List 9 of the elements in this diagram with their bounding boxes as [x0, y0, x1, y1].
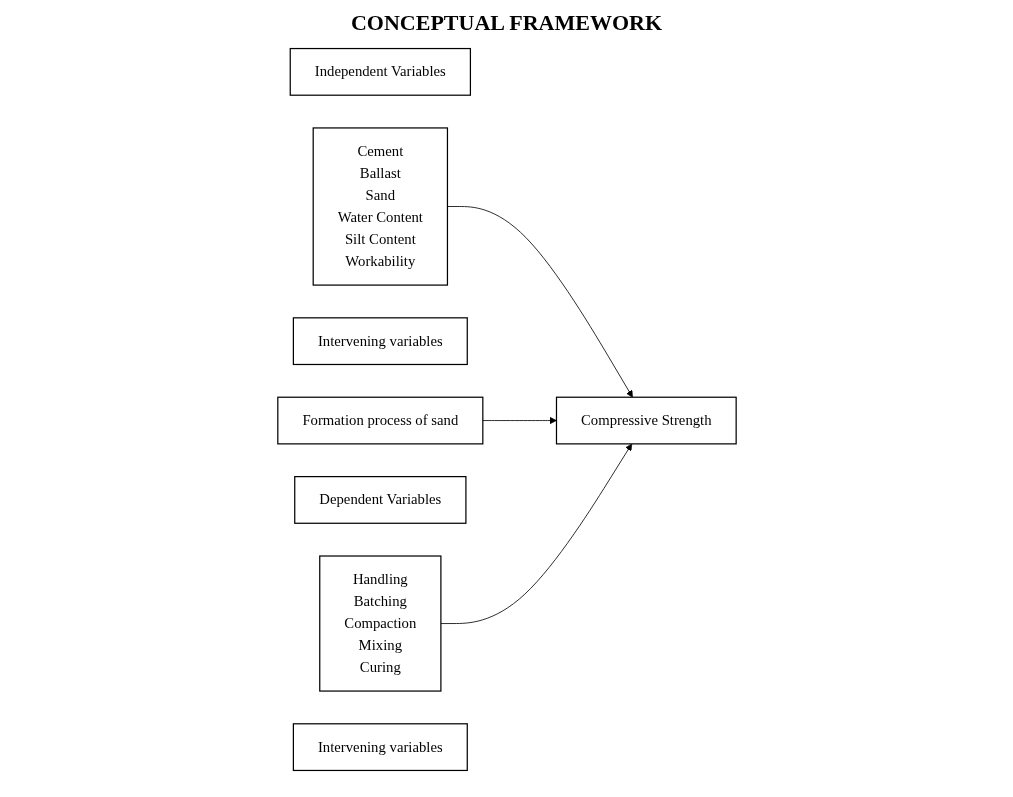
node-box: Compressive Strength — [555, 396, 737, 445]
node-box: Cement Ballast Sand Water Content Silt Content Workability — [312, 127, 448, 286]
node-box: Dependent Variables — [293, 476, 467, 524]
node-box: Formation process of sand — [276, 396, 483, 445]
node-box: Intervening variables — [292, 317, 468, 366]
diagram-title: CONCEPTUAL FRAMEWORK — [349, 10, 664, 36]
node-box: Intervening variables — [292, 723, 468, 772]
node-box: Independent Variables — [289, 47, 471, 96]
node-box: Handling Batching Compaction Mixing Curing — [318, 555, 442, 692]
